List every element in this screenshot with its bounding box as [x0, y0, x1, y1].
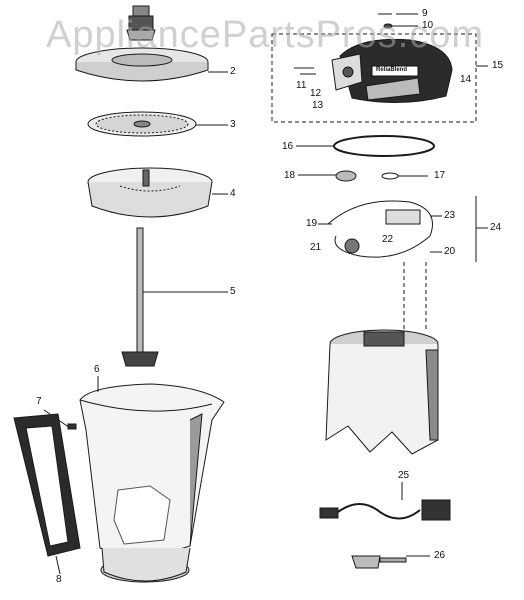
- unit-brand-label: ReliaBlend: [376, 67, 408, 73]
- callout-4: 4: [230, 188, 236, 199]
- callout-7: 7: [36, 396, 42, 407]
- callout-3: 3: [230, 119, 236, 130]
- callout-18: 18: [284, 170, 296, 181]
- callout-9: 9: [422, 8, 428, 19]
- callout-11: 11: [296, 80, 307, 91]
- callout-23: 23: [444, 210, 456, 221]
- callout-12: 12: [310, 88, 322, 99]
- part-17-18-small: [298, 170, 428, 182]
- callout-15: 15: [492, 60, 504, 71]
- callout-21: 21: [310, 242, 322, 253]
- motor-base: [325, 329, 439, 455]
- part-25-cord: [319, 482, 451, 521]
- part-8-handle: [13, 413, 81, 575]
- callout-6: 6: [94, 364, 100, 375]
- part-26-scoop: [351, 555, 430, 569]
- callout-26: 26: [434, 550, 446, 561]
- callout-20: 20: [444, 246, 456, 257]
- callout-2: 2: [230, 66, 236, 77]
- callout-25: 25: [398, 470, 410, 481]
- callout-14: 14: [460, 74, 472, 85]
- callout-16: 16: [282, 141, 294, 152]
- part-1-knob: [126, 5, 156, 41]
- part-5-shaft: [121, 227, 228, 367]
- callout-19: 19: [306, 218, 318, 229]
- part-2-lid: [75, 47, 228, 82]
- part-24-wiring: [318, 196, 488, 330]
- callout-10: 10: [422, 20, 434, 31]
- part-3-sieve: [87, 111, 228, 137]
- callout-17: 17: [434, 170, 446, 181]
- part-15-group: [271, 13, 488, 123]
- callout-22: 22: [382, 234, 394, 245]
- callout-13: 13: [312, 100, 324, 111]
- callout-8: 8: [56, 574, 62, 585]
- callout-5: 5: [230, 286, 236, 297]
- part-6-pitcher: [79, 376, 225, 583]
- callout-24: 24: [490, 222, 502, 233]
- part-4-basket: [87, 167, 228, 218]
- part-16-gasket: [296, 135, 435, 157]
